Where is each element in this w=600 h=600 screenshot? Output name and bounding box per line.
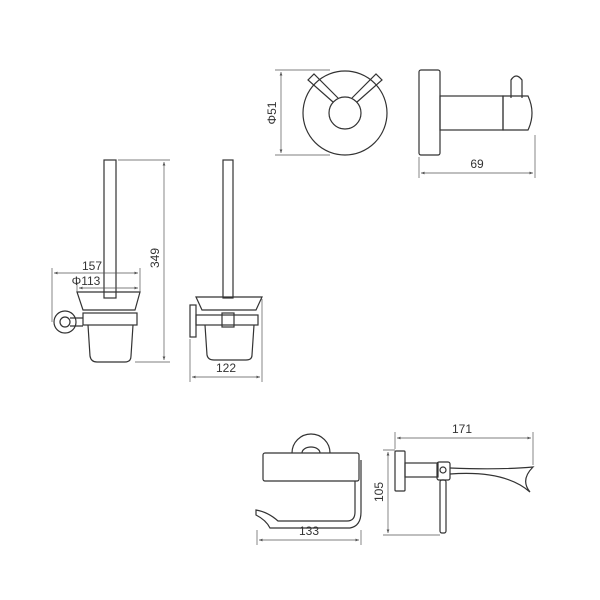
dim-paper-width: 133 — [299, 524, 319, 538]
toilet-brush-side-view: 122 — [189, 159, 263, 382]
dim-hook-diameter: Φ51 — [265, 101, 279, 124]
robe-hook-side-view: 69 — [418, 69, 536, 178]
paper-holder-front-view: 133 — [255, 433, 362, 545]
dim-brush-cup-diameter: Φ113 — [72, 274, 101, 288]
robe-hook-front-view: Φ51 — [265, 69, 388, 156]
dim-hook-depth: 69 — [470, 157, 484, 171]
dim-brush-width: 157 — [82, 259, 102, 273]
dim-paper-height: 105 — [372, 482, 386, 502]
dim-brush-depth: 122 — [216, 361, 236, 375]
dim-paper-depth: 171 — [452, 422, 472, 436]
toilet-brush-front-view: 157 Φ113 349 — [51, 159, 170, 363]
paper-holder-side-view: 171 105 — [372, 422, 535, 536]
dim-brush-height: 349 — [148, 248, 162, 268]
